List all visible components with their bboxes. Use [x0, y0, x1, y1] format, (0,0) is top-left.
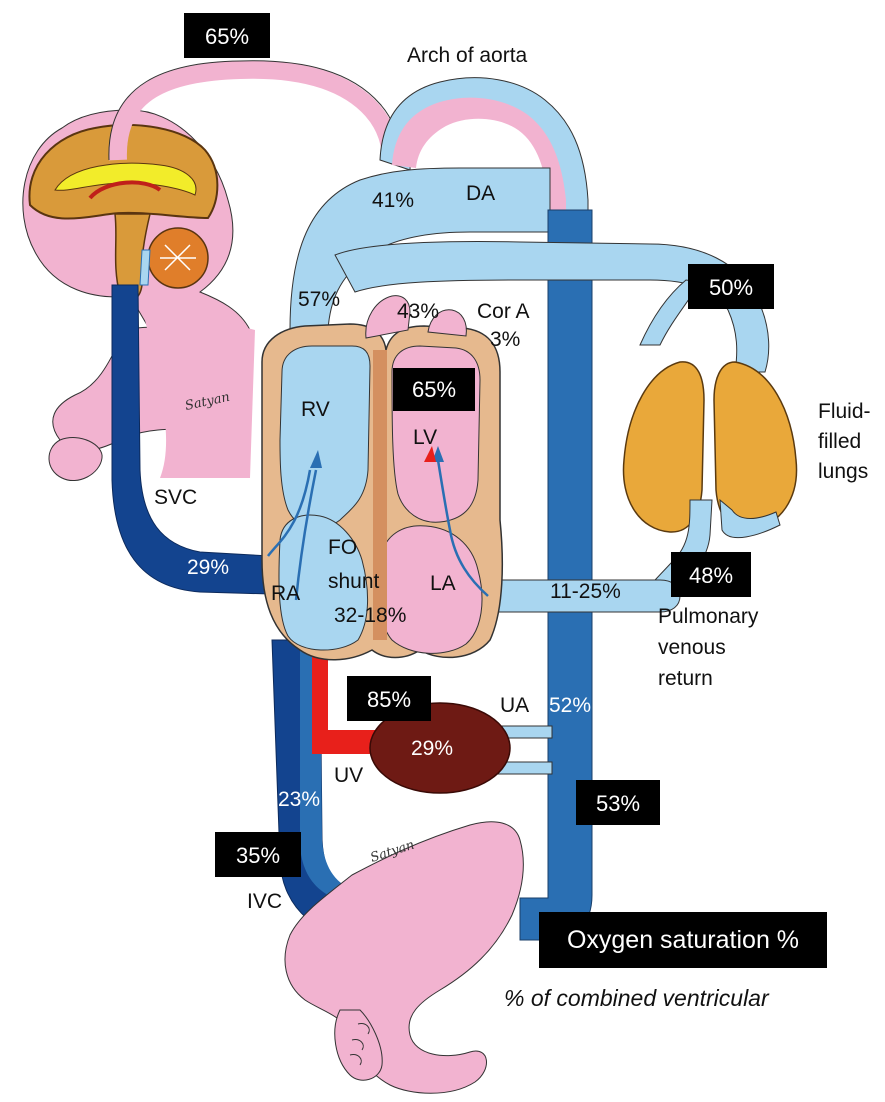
- box-pulm-venous-sat: 48%: [671, 552, 751, 597]
- box-lung-sat-text: 50%: [709, 275, 753, 300]
- box-uv-sat: 85%: [347, 676, 431, 721]
- sinus-vessel: [140, 250, 150, 285]
- box-lv-sat-text: 65%: [412, 377, 456, 402]
- label-shunt-pct: 32-18%: [334, 604, 406, 627]
- box-uv-sat-text: 85%: [367, 687, 411, 712]
- label-fo: FO: [328, 536, 357, 559]
- label-ra: RA: [271, 582, 300, 605]
- label-rv: RV: [301, 398, 330, 421]
- label-shunt: shunt: [328, 570, 380, 593]
- legend-oxygen-saturation: Oxygen saturation %: [539, 912, 827, 968]
- label-da: DA: [466, 182, 495, 205]
- label-uv: UV: [334, 764, 363, 787]
- label-svc-pct: 29%: [187, 556, 229, 579]
- label-fluid-lungs-1: Fluid-: [818, 400, 871, 423]
- box-brain-sat: 65%: [184, 13, 270, 58]
- label-fluid-lungs-2: filled: [818, 430, 861, 453]
- label-pulm-flow-pct: 11-25%: [550, 580, 621, 603]
- legend-box-text: Oxygen saturation %: [567, 926, 799, 954]
- label-ivc-pct: 23%: [278, 788, 320, 811]
- label-da-pct: 41%: [372, 189, 414, 212]
- label-43-pct: 43%: [397, 300, 439, 323]
- label-pulm-venous-2: venous: [658, 636, 726, 659]
- box-brain-sat-text: 65%: [205, 24, 249, 49]
- label-svc: SVC: [154, 486, 197, 509]
- label-arch-of-aorta: Arch of aorta: [407, 44, 528, 67]
- box-ua-sat: 53%: [576, 780, 660, 825]
- label-ua-pct: 52%: [549, 694, 591, 717]
- label-lv: LV: [413, 426, 437, 449]
- label-57-pct: 57%: [298, 288, 340, 311]
- box-lung-sat: 50%: [688, 264, 774, 309]
- box-lv-sat: 65%: [393, 368, 475, 411]
- label-fluid-lungs-3: lungs: [818, 460, 868, 483]
- box-ivc-sat: 35%: [215, 832, 301, 877]
- box-ivc-sat-text: 35%: [236, 843, 280, 868]
- legend-combined-ventricular: % of combined ventricular: [504, 985, 770, 1011]
- label-ua: UA: [500, 694, 529, 717]
- label-pulm-venous-3: return: [658, 667, 713, 690]
- box-pulm-venous-sat-text: 48%: [689, 563, 733, 588]
- right-ventricle: [280, 346, 370, 529]
- label-pulm-venous-1: Pulmonary: [658, 605, 759, 628]
- box-ua-sat-text: 53%: [596, 791, 640, 816]
- label-cor-a: Cor A: [477, 300, 530, 323]
- infant-hand: [49, 438, 102, 481]
- descending-aorta: [520, 210, 592, 940]
- label-placenta-pct: 29%: [411, 737, 453, 760]
- label-cor-a-pct: 3%: [490, 328, 520, 351]
- label-la: LA: [430, 572, 456, 595]
- label-ivc: IVC: [247, 890, 282, 913]
